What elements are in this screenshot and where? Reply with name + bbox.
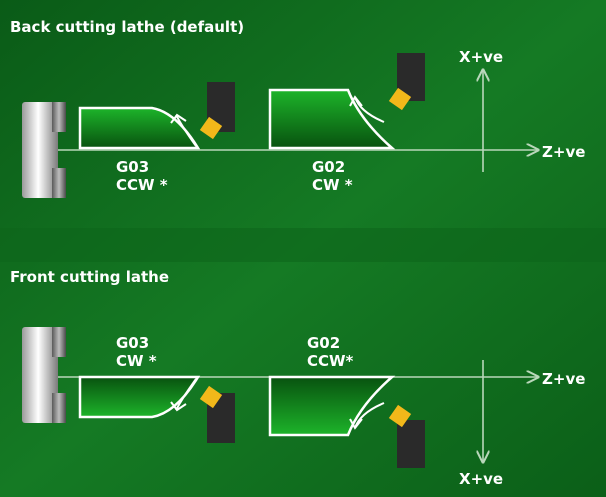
toolpath-arrow-g03-front: [170, 401, 187, 412]
z-axis-label-back: Z+ve: [542, 143, 585, 161]
tool-insert-g02-back: [388, 87, 412, 111]
chuck-jaw-top-back: [52, 102, 66, 132]
tool-insert-g02-front: [388, 404, 412, 428]
x-axis-label-back: X+ve: [459, 48, 503, 66]
x-axis-label-front: X+ve: [459, 470, 503, 488]
panel-front-cutting: Front cutting lathe Z+ve X+ve G03 CW * G…: [10, 268, 585, 488]
toolpath-arrow-g03-back: [170, 113, 187, 124]
z-axis-label-front: Z+ve: [542, 370, 585, 388]
panel-divider-band: [0, 228, 606, 262]
code-g02-back: G02: [312, 158, 345, 176]
toolpath-arc-g03-front: [175, 378, 197, 411]
tool-insert-g03-back: [199, 116, 223, 140]
panel-title-front: Front cutting lathe: [10, 268, 169, 286]
workpiece-g02-front: [268, 375, 396, 437]
tool-insert-g03-front: [199, 385, 223, 409]
dir-g03-back: CCW *: [116, 176, 168, 194]
chuck-back: [22, 102, 58, 198]
workpiece-g02-back: [268, 88, 396, 150]
toolpath-arc-g03-back: [175, 114, 197, 147]
dir-g02-back: CW *: [312, 176, 353, 194]
dir-g03-front: CW *: [116, 352, 157, 370]
chuck-jaw-bottom-front: [52, 393, 66, 423]
toolholder-g02-front: [397, 420, 425, 468]
chuck-front: [22, 327, 58, 423]
panel-back-cutting: Back cutting lathe (default) Z+ve X+ve G…: [10, 18, 585, 198]
chuck-jaw-bottom-back: [52, 168, 66, 198]
chuck-jaw-top-front: [52, 327, 66, 357]
dir-g02-front: CCW*: [307, 352, 354, 370]
workpiece-g03-back: [78, 106, 201, 150]
code-g02-front: G02: [307, 334, 340, 352]
panel-title-back: Back cutting lathe (default): [10, 18, 244, 36]
toolpath-arrow-g02-back: [349, 95, 363, 107]
code-g03-front: G03: [116, 334, 149, 352]
toolpath-arrow-g02-front: [349, 418, 363, 430]
code-g03-back: G03: [116, 158, 149, 176]
